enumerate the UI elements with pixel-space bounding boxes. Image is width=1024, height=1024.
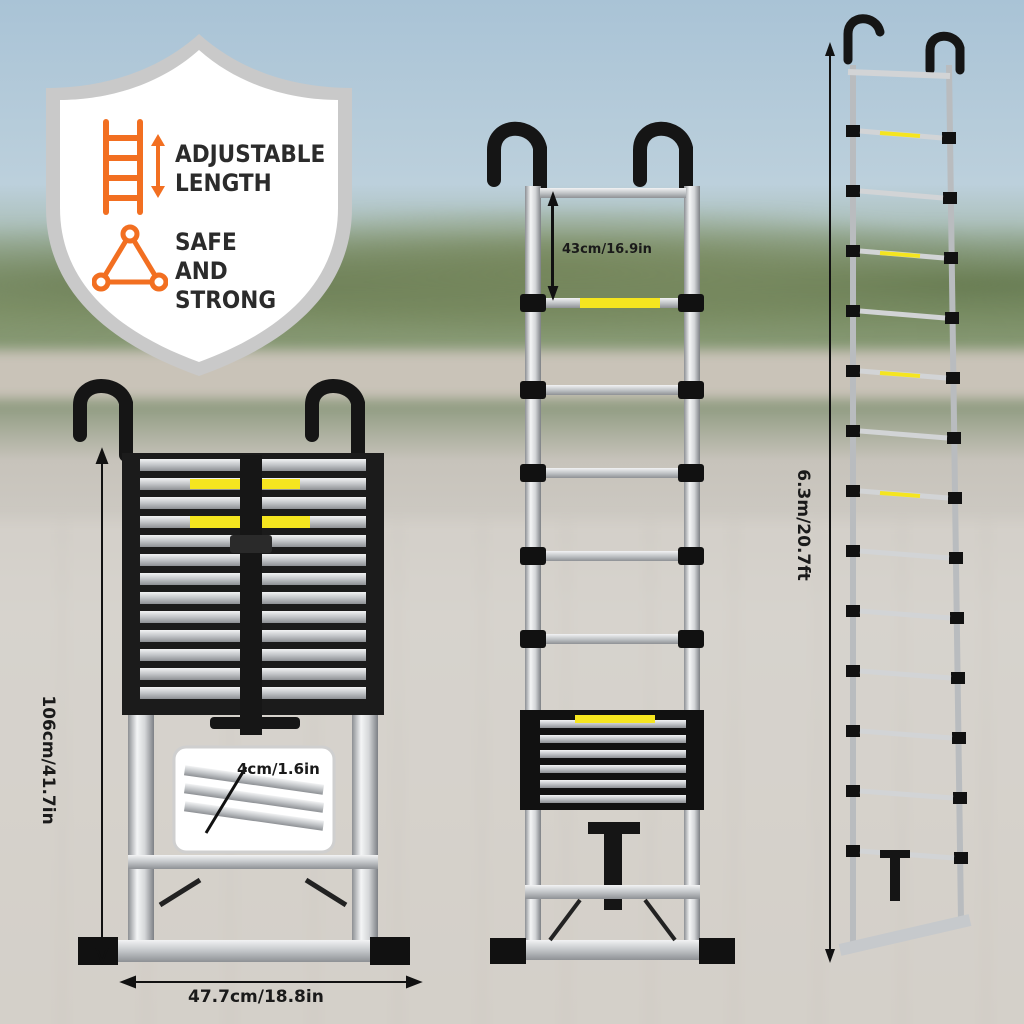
feature-label-line2: AND STRONG [175, 257, 277, 314]
feature-label-line2: LENGTH [175, 169, 272, 197]
extended-height-dimension-label: 6.3m/20.7ft [793, 469, 813, 581]
fully-extended-ladder [825, 14, 972, 963]
partially-extended-ladder [487, 121, 735, 964]
feature-label-line1: ADJUSTABLE [175, 140, 326, 168]
feature-safe-strong: SAFE AND STRONG [175, 228, 325, 315]
collapsed-height-dimension-label: 106cm/41.7in [38, 695, 58, 825]
step-depth-dimension-label: 4cm/1.6in [237, 760, 320, 778]
step-spacing-dimension-label: 43cm/16.9in [562, 242, 652, 257]
collapsed-ladder [73, 379, 410, 965]
ladder-arrows-icon [103, 119, 165, 215]
feature-adjustable-length: ADJUSTABLE LENGTH [175, 140, 325, 198]
feature-label-line1: SAFE [175, 228, 237, 256]
width-dimension-label: 47.7cm/18.8in [188, 987, 324, 1007]
triangle-nodes-icon [92, 224, 168, 292]
